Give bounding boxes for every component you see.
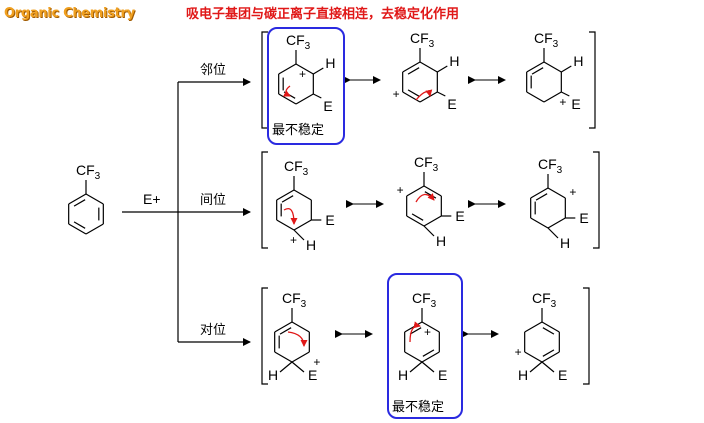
carbocation-charge: + — [393, 87, 400, 101]
hydrogen-label: H — [449, 53, 459, 69]
carbocation-charge: + — [290, 233, 297, 247]
hydrogen-label: H — [268, 367, 278, 383]
electron-push-arrow — [415, 89, 433, 101]
carbocation-charge: + — [397, 183, 404, 197]
electrophile-substituent: E — [438, 367, 447, 383]
resonance-structures: CF3EH+CF3HE+CF3HE+CF3EH+CF3EH+CF3EH+CF3H… — [268, 30, 589, 383]
electron-push-arrow — [409, 321, 421, 343]
electrophile-substituent: E — [558, 367, 567, 383]
resonance-arrows — [335, 76, 506, 338]
cf3-label: CF3 — [538, 156, 563, 176]
electrophile-substituent: E — [325, 212, 334, 228]
carbocation-charge: + — [569, 185, 576, 199]
start-ring: CF3 — [68, 162, 104, 235]
brand-logo: Organic Chemistry — [4, 6, 135, 21]
electrophile-substituent: E — [447, 96, 456, 112]
hydrogen-label: H — [560, 235, 570, 251]
ortho-label: 邻位 — [200, 63, 226, 78]
meta-label: 间位 — [200, 193, 226, 208]
electrophile-substituent: E — [323, 98, 332, 114]
carbocation-charge: + — [313, 355, 320, 369]
hydrogen-label: H — [573, 53, 583, 69]
electron-push-arrow — [283, 207, 298, 225]
electrophile-label: E+ — [143, 191, 161, 207]
brackets — [261, 31, 600, 385]
branch-arrows — [177, 78, 251, 346]
cf3-label: CF3 — [414, 154, 439, 174]
hydrogen-label: H — [398, 367, 408, 383]
carbocation-charge: + — [299, 67, 306, 81]
electron-push-arrow — [415, 193, 435, 203]
carbocation-charge: + — [559, 95, 566, 109]
least-stable-label-ortho: 最不稳定 — [272, 122, 324, 138]
least-stable-label-para: 最不稳定 — [392, 399, 444, 415]
start-molecule: CF3 — [68, 162, 104, 235]
electrophile-substituent: E — [308, 367, 317, 383]
para-label: 对位 — [200, 323, 226, 338]
electron-push-arrow — [283, 85, 291, 97]
least-stable-box-para — [387, 273, 463, 419]
carbocation-charge: + — [424, 325, 431, 339]
cf3-label: CF3 — [532, 290, 557, 310]
hydrogen-label: H — [325, 55, 335, 71]
hydrogen-label: H — [436, 233, 446, 249]
cf3-label: CF3 — [282, 290, 307, 310]
electrophile-substituent: E — [455, 208, 464, 224]
hydrogen-label: H — [306, 237, 316, 253]
electron-push-arrow — [287, 331, 308, 347]
hydrogen-label: H — [518, 367, 528, 383]
cf3-label: CF3 — [410, 30, 435, 50]
electrophile-substituent: E — [571, 96, 580, 112]
page-headline: 吸电子基团与碳正离子直接相连，去稳定化作用 — [186, 7, 460, 22]
electrophile-substituent: E — [579, 210, 588, 226]
cf3-label: CF3 — [284, 158, 309, 178]
least-stable-box-ortho — [267, 27, 345, 145]
start-cf3-label: CF3 — [76, 162, 101, 182]
carbocation-charge: + — [515, 345, 522, 359]
cf3-label: CF3 — [286, 32, 311, 52]
cf3-label: CF3 — [534, 30, 559, 50]
cf3-label: CF3 — [412, 290, 437, 310]
